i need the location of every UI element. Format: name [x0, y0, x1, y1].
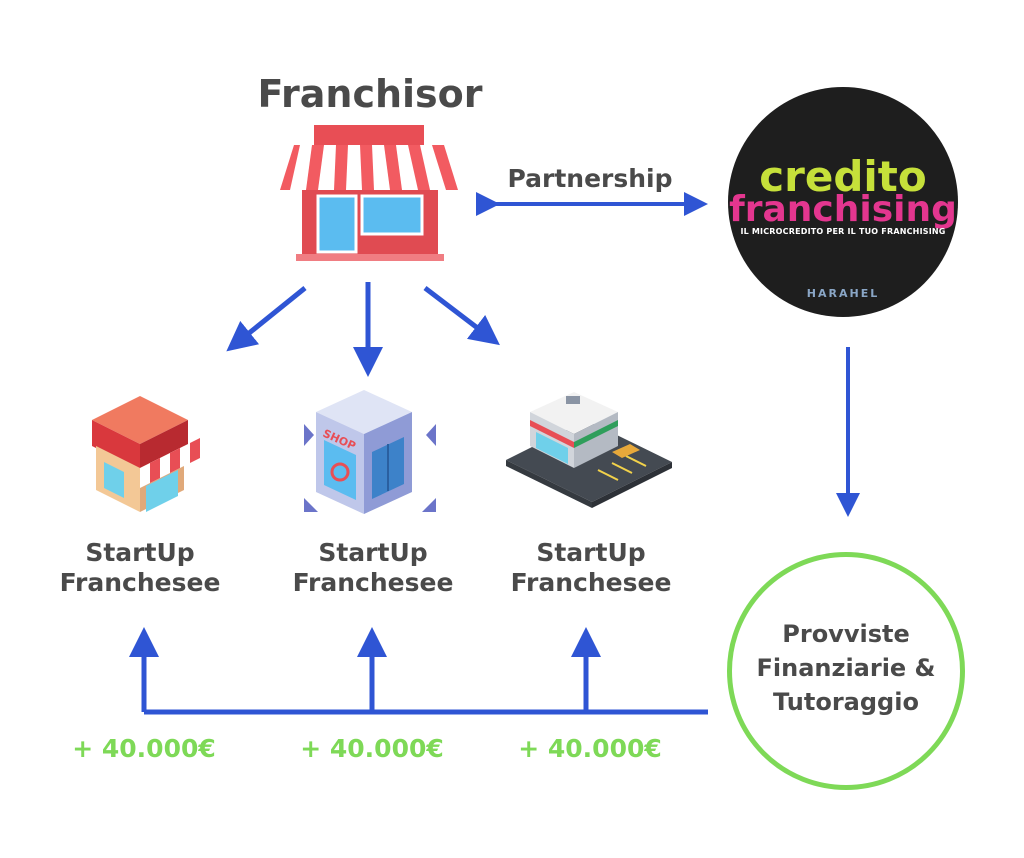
storefront-icon: [280, 125, 458, 261]
funding-line2: Finanziarie &: [756, 654, 936, 682]
kiosk-icon: [92, 396, 200, 512]
amount-franchisee-3: + 40.000€: [518, 734, 662, 763]
shop-cube-icon: SHOP: [304, 390, 436, 514]
amount-franchisee-2: + 40.000€: [300, 734, 444, 763]
franchisee-2-line1: StartUp: [318, 538, 428, 567]
funding-line3: Tutoraggio: [773, 688, 919, 716]
convenience-store-icon: [506, 392, 672, 508]
funding-line1: Provviste: [782, 620, 910, 648]
credito-franchising-logo: credito franchising IL MICROCREDITO PER …: [728, 87, 958, 317]
amount-franchisee-1: + 40.000€: [72, 734, 216, 763]
franchisee-1-line2: Franchesee: [59, 568, 221, 597]
arrow-to-franchisee-3: [423, 286, 500, 346]
franchisee-1-line1: StartUp: [85, 538, 195, 567]
logo-word-credito: credito: [759, 152, 927, 201]
funding-circle: Provviste Finanziarie & Tutoraggio: [727, 552, 965, 790]
logo-tagline: IL MICROCREDITO PER IL TUO FRANCHISING: [740, 227, 946, 236]
franchisee-2-line2: Franchesee: [292, 568, 454, 597]
franchisor-title: Franchisor: [257, 72, 483, 116]
franchisee-3-line1: StartUp: [536, 538, 646, 567]
franchisee-1-label: StartUp Franchesee: [25, 538, 255, 598]
funding-text: Provviste Finanziarie & Tutoraggio: [732, 617, 960, 719]
franchisee-3-label: StartUp Franchesee: [476, 538, 706, 598]
arrow-to-franchisee-1: [226, 286, 307, 352]
franchisee-3-line2: Franchesee: [510, 568, 672, 597]
partnership-label: Partnership: [507, 164, 673, 193]
logo-brand: HARAHEL: [806, 287, 880, 300]
logo-word-franchising: franchising: [729, 189, 957, 230]
franchisee-2-label: StartUp Franchesee: [258, 538, 488, 598]
